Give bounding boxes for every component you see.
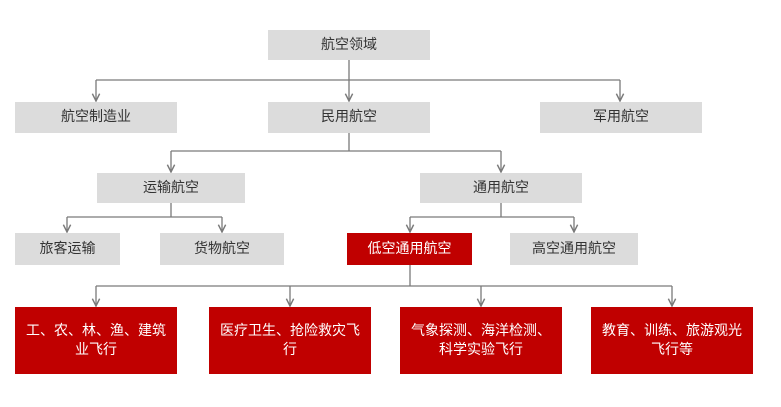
node-education-tourism-flight: 教育、训练、旅游观光飞行等 (591, 307, 753, 374)
node-industry-agriculture-flight: 工、农、林、渔、建筑业飞行 (15, 307, 177, 374)
node-transport-aviation: 运输航空 (97, 173, 245, 203)
node-general-aviation: 通用航空 (420, 173, 582, 203)
node-aircraft-manufacturing: 航空制造业 (15, 102, 177, 133)
node-passenger-transport: 旅客运输 (15, 233, 120, 265)
node-cargo-aviation: 货物航空 (160, 233, 284, 265)
node-low-altitude-general-aviation: 低空通用航空 (347, 233, 472, 265)
node-medical-rescue-flight: 医疗卫生、抢险救灾飞行 (209, 307, 371, 374)
node-aviation-domain: 航空领域 (268, 30, 430, 60)
node-high-altitude-general-aviation: 高空通用航空 (510, 233, 638, 265)
node-civil-aviation: 民用航空 (268, 102, 430, 133)
node-military-aviation: 军用航空 (540, 102, 702, 133)
node-survey-science-flight: 气象探测、海洋检测、科学实验飞行 (400, 307, 562, 374)
